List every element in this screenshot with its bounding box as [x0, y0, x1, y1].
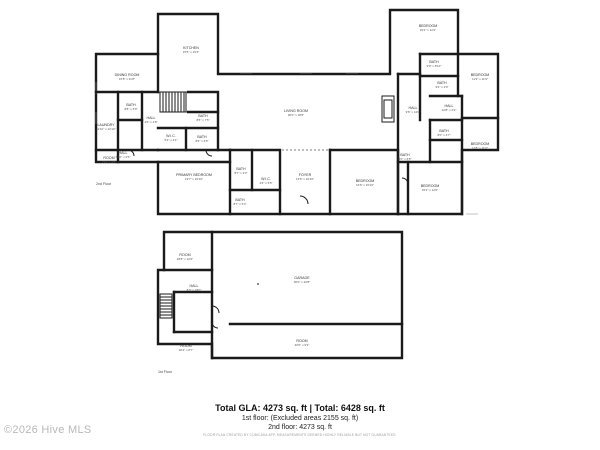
- size-kitchen: 15'5" x 19'4": [183, 50, 199, 54]
- label-primary-bedroom: PRIMARY BEDROOM: [176, 173, 212, 177]
- lower-floor: ROOM 18'8" x 12'0" HALL 8'0" x 18'0" ROO…: [156, 230, 404, 374]
- label-bedroom-d: BEDROOM: [471, 142, 490, 146]
- size-wic-a: 5'2" x 4'1": [164, 138, 177, 142]
- size-primary-bedroom: 19'7" x 15'10": [185, 177, 203, 181]
- size-foyer: 13'6" x 10'10": [296, 177, 314, 181]
- label-bath-b: BATH: [198, 114, 208, 118]
- second-floor-summary: 2nd floor: 4273 sq. ft: [268, 424, 332, 431]
- size-laundry: 11'10" x 12'10": [96, 127, 116, 131]
- watermark: ©2026 Hive MLS: [4, 424, 92, 436]
- label-bedroom-e: BEDROOM: [421, 184, 440, 188]
- first-floor-summary: 1st floor: (Excluded areas 2155 sq. ft): [241, 415, 359, 422]
- stairs-lower: [159, 293, 173, 319]
- size-hall-d: 12'8" x 4'2": [442, 108, 457, 112]
- size-hall-e: 8'0" x 18'0": [187, 288, 202, 292]
- size-bedroom-c: 11'9" x 11'9": [472, 77, 488, 81]
- size-bedroom-b: 15'2" x 12'2": [420, 28, 436, 32]
- floor-label-upper: 2nd Floor: [96, 182, 112, 186]
- size-bath-e: 8'7" x 6'4": [233, 202, 246, 206]
- size-hall-c: 9'6" x 14'0": [406, 110, 421, 114]
- total-area-summary: Total GLA: 4273 sq. ft | Total: 6428 sq.…: [215, 403, 385, 413]
- size-hall-b: 5'10" x 4'5": [116, 155, 131, 159]
- size-room-a: 7'11" x 4'8": [102, 160, 117, 164]
- label-laundry: LAUNDRY: [97, 123, 115, 127]
- label-hall-d: HALL: [445, 104, 454, 108]
- size-bath-f: 9'0" x 8'10": [427, 64, 442, 68]
- label-dining-room: DINING ROOM: [115, 73, 140, 77]
- stairs-upper: [159, 91, 187, 113]
- size-bath-c: 8'6" x 6'5": [195, 139, 208, 143]
- label-room-a: ROOM: [103, 156, 114, 160]
- label-hall-c: HALL: [409, 106, 418, 110]
- label-bath-c: BATH: [197, 135, 207, 139]
- size-bath-d: 8'7" x 3'4": [234, 171, 247, 175]
- size-bath-i: 8'0" x 6'5": [398, 157, 411, 161]
- label-kitchen: KITCHEN: [183, 46, 199, 50]
- size-dining-room: 15'8" x 11'8": [119, 77, 135, 81]
- label-foyer: FOYER: [299, 173, 312, 177]
- floor-label-lower: 1st Floor: [158, 370, 173, 374]
- size-bath-b: 8'6" x 7'5": [196, 118, 209, 122]
- label-bedroom-b: BEDROOM: [419, 24, 438, 28]
- disclaimer-text: FLOOR PLAN CREATED BY CUBICASA APP. MEAS…: [203, 433, 397, 437]
- upper-floor: KITCHEN 15'5" x 19'4" DINING ROOM 15'8" …: [94, 8, 500, 216]
- label-room-d: ROOM: [296, 339, 307, 343]
- label-bath-g: BATH: [437, 81, 447, 85]
- size-living-room: 30'0" x 18'5": [288, 113, 304, 117]
- size-bedroom-d: 11'8" x 11'0": [472, 146, 488, 150]
- label-hall-a: HALL: [147, 116, 156, 120]
- label-bath-i: BATH: [400, 153, 410, 157]
- size-bath-h: 8'0" x 4'7": [437, 133, 450, 137]
- label-hall-e: HALL: [190, 284, 199, 288]
- size-room-b: 18'8" x 12'0": [177, 257, 193, 261]
- label-bedroom-a: BEDROOM: [356, 179, 375, 183]
- size-hall-a: 4'0" x 4'8": [144, 120, 157, 124]
- label-bath-f: BATH: [429, 60, 439, 64]
- label-garage: GARAGE: [294, 276, 310, 280]
- size-garage: 30'0" x 22'8": [294, 280, 310, 284]
- size-bedroom-a: 16'6" x 15'10": [356, 183, 374, 187]
- label-hall-b: HALL: [119, 151, 128, 155]
- label-bath-e: BATH: [235, 198, 245, 202]
- label-bath-d: BATH: [236, 167, 246, 171]
- size-bath-a: 8'8" x 6'9": [124, 107, 137, 111]
- size-bedroom-e: 15'2" x 12'6": [422, 188, 438, 192]
- size-bath-g: 9'4" x 3'9": [435, 85, 448, 89]
- label-bedroom-c: BEDROOM: [471, 73, 490, 77]
- label-room-c: ROOM: [180, 344, 191, 348]
- label-wic-a: W.I.C.: [166, 134, 176, 138]
- label-bath-h: BATH: [439, 129, 449, 133]
- size-room-c: 18'4" x 8'7": [179, 348, 194, 352]
- label-living-room: LIVING ROOM: [284, 109, 308, 113]
- size-wic-b: 4'4" x 5'5": [259, 181, 272, 185]
- label-bath-a: BATH: [126, 103, 136, 107]
- label-room-b: ROOM: [179, 253, 190, 257]
- size-room-d: 40'0" x 9'3": [295, 343, 310, 347]
- label-wic-b: W.I.C.: [261, 177, 271, 181]
